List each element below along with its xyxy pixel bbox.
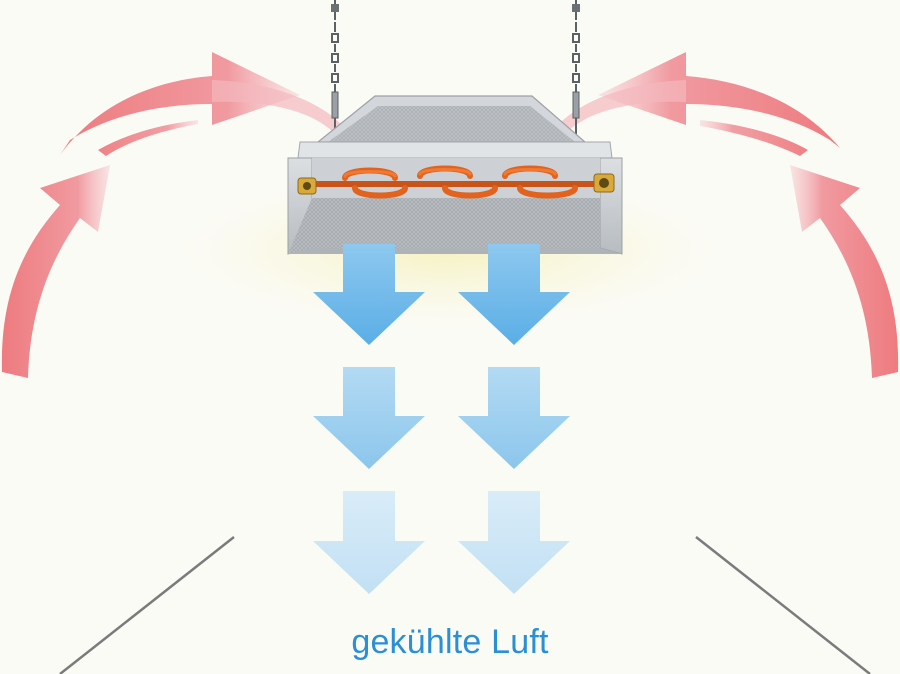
fitting-left-hole: [303, 182, 311, 190]
curved-arrow-icon: [98, 120, 198, 156]
warm-air-arrows-right: [555, 52, 899, 378]
curved-arrow-icon: [700, 120, 808, 156]
down-arrow-icon: [313, 491, 425, 594]
unit-bottom-mesh: [288, 198, 600, 254]
curved-arrow-icon: [60, 52, 300, 155]
heat-exchanger-coils: [302, 165, 608, 199]
chain-left: [331, 0, 339, 140]
chain-right: [572, 0, 580, 140]
curved-arrow-icon: [1, 165, 110, 378]
fitting-right-hole: [599, 178, 609, 188]
down-arrow-icon: [313, 367, 425, 469]
curved-arrow-icon: [555, 80, 686, 134]
suspension-chains: [331, 0, 580, 140]
unit-side-right: [599, 157, 623, 255]
curved-arrow-icon: [790, 165, 899, 378]
pipe-fittings: [297, 173, 615, 195]
down-arrow-icon: [458, 491, 570, 594]
down-arrow-icon: [458, 367, 570, 469]
curved-arrow-icon: [598, 52, 840, 148]
curved-arrow-icon: [212, 80, 345, 134]
unit-flange: [297, 141, 613, 159]
floor-line-right: [695, 536, 871, 674]
cool-air-arrows: [313, 244, 570, 594]
down-arrow-icon: [313, 244, 425, 345]
caption-cooled-air: gekühlte Luft: [351, 623, 549, 661]
warm-air-arrows-left: [1, 52, 345, 378]
floor-line-left: [59, 536, 235, 674]
unit-top-mesh: [328, 106, 575, 142]
down-arrow-icon: [458, 244, 570, 345]
